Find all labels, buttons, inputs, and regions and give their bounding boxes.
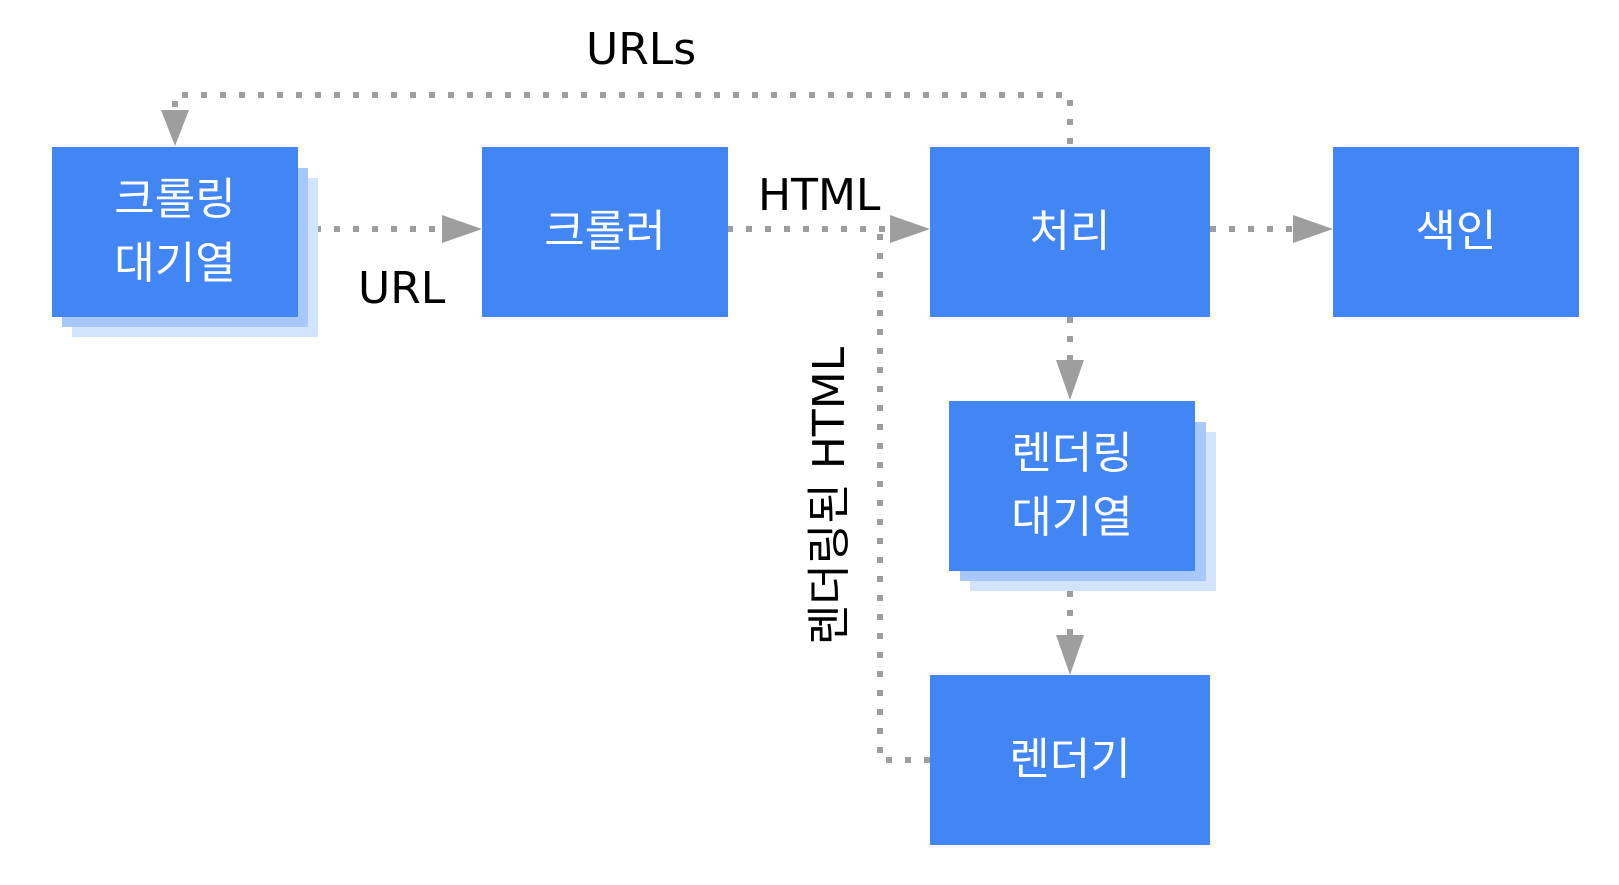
node-index: 색인 bbox=[1333, 147, 1579, 317]
label-urls: URLs bbox=[586, 24, 697, 75]
node-renderer: 렌더기 bbox=[930, 675, 1210, 845]
arrowhead-crawl-queue bbox=[161, 110, 189, 146]
arrowhead-index bbox=[1293, 215, 1333, 243]
node-crawl-queue: 크롤링 대기열 bbox=[52, 147, 298, 317]
label-html: HTML bbox=[758, 170, 881, 221]
node-processing: 처리 bbox=[930, 147, 1210, 317]
label-url: URL bbox=[358, 263, 446, 314]
arrowhead-processing bbox=[890, 215, 930, 243]
edge-urls bbox=[172, 92, 1073, 144]
node-crawler: 크롤러 bbox=[482, 147, 728, 317]
node-render-queue: 렌더링 대기열 bbox=[949, 401, 1195, 571]
arrowhead-crawler bbox=[442, 215, 482, 243]
arrowhead-renderer bbox=[1056, 635, 1084, 675]
arrowhead-render-queue bbox=[1056, 360, 1084, 400]
edge-rendered-html bbox=[877, 229, 930, 763]
label-rendered-html: 렌더링된 HTML bbox=[804, 346, 855, 646]
